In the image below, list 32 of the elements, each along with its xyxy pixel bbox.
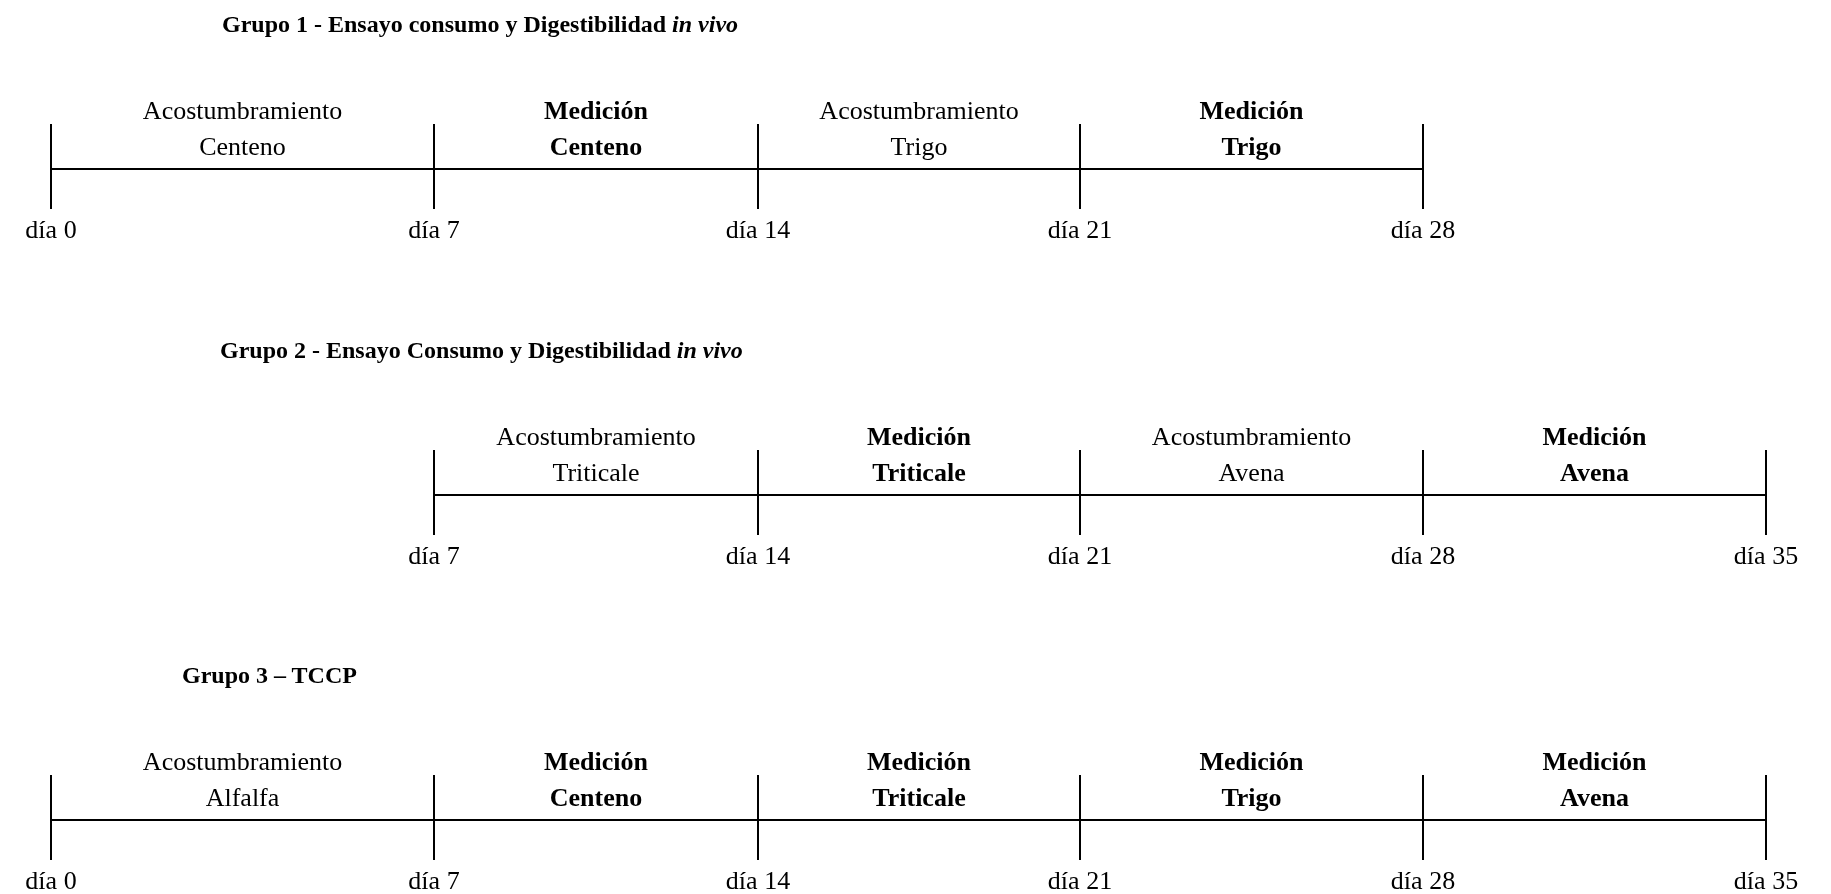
period-label: Acostumbramiento Alfalfa <box>142 746 343 814</box>
day-label: día 7 <box>408 866 460 894</box>
period-label: Medición Avena <box>1542 746 1647 814</box>
day-label: día 21 <box>1047 215 1113 245</box>
day-label: día 28 <box>1390 215 1456 245</box>
group-heading: Grupo 2 - Ensayo Consumo y Digestibilidad in vivo <box>220 337 743 364</box>
day-label: día 14 <box>725 541 791 571</box>
period-label: Medición Triticale <box>867 746 971 814</box>
day-label: día 28 <box>1390 541 1456 571</box>
period-label: Acostumbramiento Triticale <box>496 421 696 489</box>
period-label: Medición Triticale <box>867 421 971 489</box>
period-label: Acostumbramiento Centeno <box>142 95 343 163</box>
period-label: Medición Centeno <box>544 95 648 163</box>
day-label: día 7 <box>408 215 460 245</box>
day-label: día 14 <box>725 215 791 245</box>
period-label: Medición Avena <box>1542 421 1647 489</box>
day-label: día 21 <box>1047 866 1113 894</box>
day-label: día 21 <box>1047 541 1113 571</box>
group-heading: Grupo 1 - Ensayo consumo y Digestibilidad in vivo <box>222 11 739 38</box>
period-label: Medición Trigo <box>1199 95 1304 163</box>
period-label: Acostumbramiento Avena <box>1151 421 1352 489</box>
period-label: Medición Centeno <box>544 746 648 814</box>
day-label: día 14 <box>725 866 791 894</box>
day-label: día 28 <box>1390 866 1456 894</box>
day-label: día 7 <box>408 541 460 571</box>
day-label: día 35 <box>1733 541 1799 571</box>
group-heading: Grupo 3 – TCCP <box>182 662 357 689</box>
day-label: día 35 <box>1733 866 1799 894</box>
day-label: día 0 <box>25 866 77 894</box>
day-label: día 0 <box>25 215 77 245</box>
period-label: Acostumbramiento Trigo <box>819 95 1019 163</box>
period-label: Medición Trigo <box>1199 746 1304 814</box>
